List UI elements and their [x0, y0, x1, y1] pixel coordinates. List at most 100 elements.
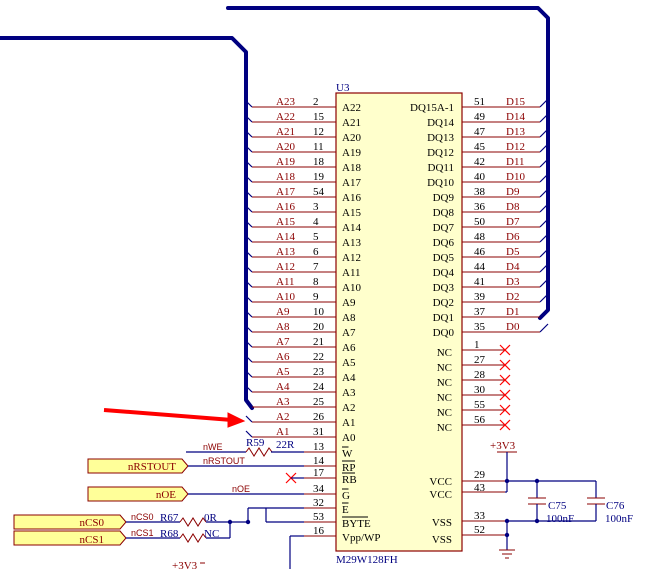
pin-number-left: 19: [313, 171, 325, 183]
pin-number-left: 3: [313, 201, 319, 213]
pin-number-right: 35: [474, 321, 486, 333]
net-label-right: D15: [506, 96, 525, 108]
pin-name-right: DQ7: [433, 222, 455, 234]
port-ncs0: [13, 514, 127, 530]
net-label-left: A19: [276, 156, 295, 168]
pin-number-control: 17: [313, 467, 325, 479]
net-label-left: A23: [276, 96, 295, 108]
pin-number-right: 45: [474, 141, 486, 153]
pin-name-right: DQ14: [427, 117, 454, 129]
resistor-ref-r67: R67: [160, 512, 179, 524]
pin-name-right: DQ3: [433, 282, 455, 294]
pin-name-left: A14: [342, 222, 361, 234]
pin-number-left: 11: [313, 141, 324, 153]
port-label-noe: nOE: [156, 489, 176, 501]
net-label-right: D9: [506, 186, 520, 198]
pin-number-left: 21: [313, 336, 324, 348]
net-label-left: A1: [276, 426, 289, 438]
pin-number-right: 36: [474, 201, 486, 213]
pin-name-left: A22: [342, 102, 361, 114]
pin-name-left: A16: [342, 192, 361, 204]
net-label-right: D6: [506, 231, 520, 243]
pin-number-left: 18: [313, 156, 325, 168]
pin-number-left: 7: [313, 261, 319, 273]
net-label-right: D12: [506, 141, 525, 153]
pin-name-vcc-1: VCC: [429, 476, 452, 488]
pin-number-43: 43: [474, 482, 486, 494]
pin-name-control: E: [342, 504, 349, 516]
control-wiring: nWE R59 22R nRSTOUT nRSTOUT nOE nOE nCS0…: [13, 437, 304, 569]
pin-number-right: 46: [474, 246, 486, 258]
net-label-nrstout: nRSTOUT: [203, 456, 245, 466]
net-label-left: A16: [276, 201, 295, 213]
pin-number-control: 53: [313, 511, 325, 523]
net-label-right: D0: [506, 321, 520, 333]
pin-name-left: A3: [342, 387, 356, 399]
pin-name-right: DQ10: [427, 177, 454, 189]
pin-number-left: 15: [313, 111, 325, 123]
data-bus: [226, 6, 550, 320]
pin-number-left: 12: [313, 126, 324, 138]
pin-name-left: A4: [342, 372, 356, 384]
port-label-ncs0: nCS0: [80, 517, 105, 529]
pin-name-left: A18: [342, 162, 361, 174]
pin-name-right: DQ0: [433, 327, 455, 339]
pin-name-control: RB: [342, 474, 357, 486]
pin-name-nc: NC: [437, 407, 452, 419]
net-label-left: A15: [276, 216, 295, 228]
net-label-left: A3: [276, 396, 290, 408]
net-label-ncs1: nCS1: [131, 528, 154, 538]
pin-name-nc: NC: [437, 377, 452, 389]
decoupling-network: +3V3 C75 100nF C76 100nF: [490, 440, 633, 559]
net-label-left: A7: [276, 336, 290, 348]
pin-name-left: A10: [342, 282, 361, 294]
pin-number-right: 38: [474, 186, 486, 198]
net-label-left: A13: [276, 246, 295, 258]
pin-number-right: 44: [474, 261, 486, 273]
port-nrstout: [87, 458, 189, 474]
net-label-right: D1: [506, 306, 519, 318]
pin-name-left: A19: [342, 147, 361, 159]
pin-number-left: 6: [313, 246, 319, 258]
pin-name-right: DQ2: [433, 297, 454, 309]
pin-name-right: DQ11: [428, 162, 454, 174]
pin-name-left: A8: [342, 312, 356, 324]
pin-name-control: W: [342, 448, 353, 460]
pin-number-right: 39: [474, 291, 486, 303]
cap-ref-c75: C75: [548, 500, 567, 512]
pin-name-left: A12: [342, 252, 361, 264]
pin-number-right: 51: [474, 96, 485, 108]
pin-number-right: 47: [474, 126, 486, 138]
pin-name-nc: NC: [437, 347, 452, 359]
pin-name-left: A7: [342, 327, 356, 339]
address-bus: [0, 36, 254, 410]
resistor-ref-r59: R59: [246, 437, 265, 449]
port-label-nrstout: nRSTOUT: [128, 461, 176, 473]
pin-name-right: DQ15A-1: [410, 102, 454, 114]
cap-value-c75: 100nF: [546, 513, 574, 525]
net-label-right: D5: [506, 246, 520, 258]
pin-name-right: DQ9: [433, 192, 455, 204]
net-label-left: A5: [276, 366, 290, 378]
pin-number-left: 31: [313, 426, 324, 438]
pin-name-vss-1: VSS: [432, 517, 452, 529]
pin-name-vss-2: VSS: [432, 534, 452, 546]
cap-ref-c76: C76: [606, 500, 625, 512]
port-noe: [87, 486, 189, 502]
resistor-value-r68: NC: [204, 528, 219, 540]
pin-name-left: A6: [342, 342, 356, 354]
net-label-right: D4: [506, 261, 520, 273]
pin-number-control: 14: [313, 455, 325, 467]
pin-number-control: 16: [313, 525, 325, 537]
net-label-left: A9: [276, 306, 290, 318]
net-label-left: A21: [276, 126, 295, 138]
pin-number-left: 54: [313, 186, 325, 198]
net-label-right: D8: [506, 201, 520, 213]
net-label-left: A18: [276, 171, 295, 183]
port-label-ncs1: nCS1: [80, 534, 104, 546]
pin-name-control: Vpp/WP: [342, 532, 381, 544]
cap-value-c76: 100nF: [605, 513, 633, 525]
